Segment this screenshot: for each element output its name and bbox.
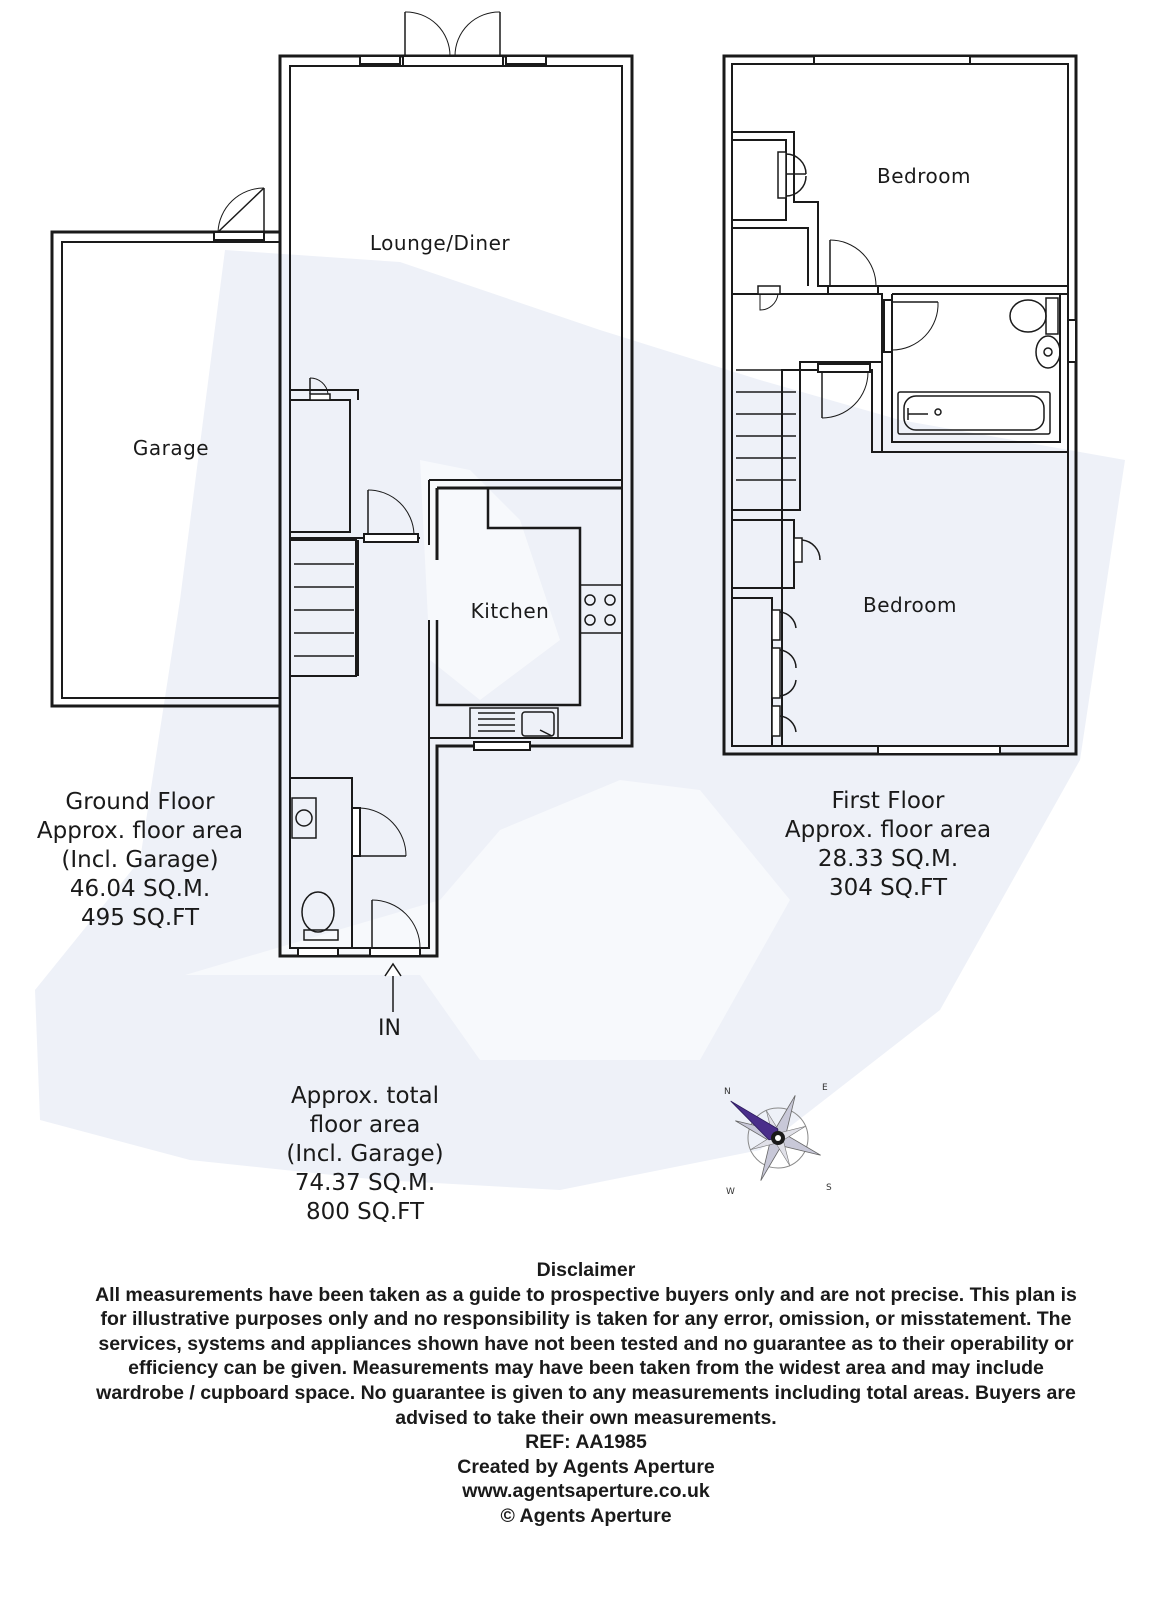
ground-area-line: 495 SQ.FT — [80, 905, 200, 931]
entrance-arrow — [384, 962, 402, 1012]
kitchen-sink — [469, 707, 559, 739]
total-area-line: floor area — [309, 1112, 421, 1138]
wardrobe-doors-top — [777, 151, 807, 199]
compass-icon: N E S W — [724, 1083, 832, 1197]
disclaimer-ref: REF: AA1985 — [525, 1431, 647, 1454]
disclaimer: Disclaimer All measurements have been ta… — [20, 1258, 1152, 1529]
patio-doors — [359, 11, 547, 67]
ground-floor-area: Ground Floor Approx. floor area (Incl. G… — [20, 788, 260, 933]
disclaimer-title: Disclaimer — [536, 1259, 636, 1281]
kitchen-door — [363, 489, 419, 543]
bedroom2-cupboard-door — [793, 537, 821, 563]
disclaimer-copyright: © Agents Aperture — [500, 1504, 672, 1527]
total-area-line: 74.37 SQ.M. — [294, 1170, 436, 1196]
total-area-line: 800 SQ.FT — [305, 1199, 425, 1225]
total-area-line: Approx. total — [290, 1083, 440, 1109]
compass-w: W — [726, 1187, 735, 1197]
disclaimer-line: efficiency can be given. Measurements ma… — [128, 1357, 1044, 1380]
ground-area-line: Ground Floor — [65, 789, 215, 815]
first-internal-walls — [731, 131, 1068, 746]
entrance-label: IN — [378, 1016, 401, 1041]
ground-area-line: (Incl. Garage) — [61, 847, 219, 873]
ground-main-walls — [278, 54, 634, 958]
cupboard-door — [309, 377, 331, 401]
bathroom-fittings — [897, 297, 1061, 435]
first-floor — [722, 54, 1078, 756]
watermark-cutout — [185, 460, 790, 1060]
ground-floor — [50, 11, 634, 1012]
total-floor-area: Approx. total floor area (Incl. Garage) … — [255, 1082, 475, 1227]
hob — [579, 584, 623, 634]
room-label-lounge: Lounge/Diner — [370, 231, 511, 255]
wc-door — [351, 807, 407, 857]
first-floor-area: First Floor Approx. floor area 28.33 SQ.… — [768, 787, 1008, 903]
disclaimer-website[interactable]: www.agentsaperture.co.uk — [462, 1480, 710, 1503]
disclaimer-created-by: Created by Agents Aperture — [457, 1455, 715, 1478]
compass-s: S — [826, 1183, 832, 1193]
room-label-kitchen: Kitchen — [471, 599, 550, 623]
bedroom2-door — [817, 363, 871, 419]
wardrobe-doors-bottom — [771, 609, 797, 737]
garage-side-door — [213, 187, 265, 241]
bathroom-door — [883, 299, 939, 353]
disclaimer-line: for illustrative purposes only and no re… — [100, 1308, 1072, 1331]
first-area-line: First Floor — [831, 788, 945, 814]
disclaimer-line: advised to take their own measurements. — [395, 1406, 777, 1429]
disclaimer-line: wardrobe / cupboard space. No guarantee … — [96, 1381, 1076, 1404]
first-area-line: 28.33 SQ.M. — [817, 846, 959, 872]
first-stairs — [736, 369, 796, 481]
wc-fittings — [291, 797, 339, 941]
compass-e: E — [822, 1083, 828, 1093]
ground-area-line: 46.04 SQ.M. — [69, 876, 211, 902]
bedroom1-door — [827, 239, 879, 295]
room-label-bedroom-top: Bedroom — [877, 164, 971, 188]
ground-area-line: Approx. floor area — [36, 818, 244, 844]
room-label-garage: Garage — [133, 436, 209, 460]
room-label-bedroom-bottom: Bedroom — [863, 593, 957, 617]
wc-window — [297, 947, 339, 957]
bathroom-window — [1067, 319, 1077, 363]
disclaimer-line: services, systems and appliances shown h… — [98, 1332, 1074, 1355]
front-door — [369, 899, 421, 957]
airing-cupboard-door — [757, 285, 781, 311]
ground-stairs — [294, 563, 354, 657]
disclaimer-line: All measurements have been taken as a gu… — [95, 1283, 1077, 1306]
compass-n: N — [724, 1087, 731, 1097]
bedroom2-window — [877, 745, 1001, 755]
bedroom1-window — [813, 55, 971, 65]
first-area-line: Approx. floor area — [784, 817, 992, 843]
total-area-line: (Incl. Garage) — [286, 1141, 444, 1167]
kitchen-window — [473, 741, 531, 751]
first-area-line: 304 SQ.FT — [828, 875, 948, 901]
